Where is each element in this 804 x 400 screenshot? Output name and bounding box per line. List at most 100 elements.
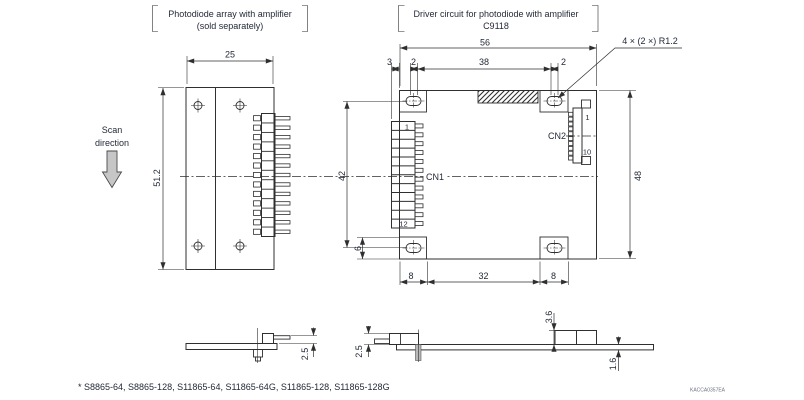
cn2-label: CN2 [548, 131, 566, 141]
array-side-lead [253, 349, 263, 358]
dim-2-5-driver: 2.5 [354, 345, 364, 358]
scan-arrow-icon [101, 150, 123, 189]
dim-56: 56 [480, 38, 490, 48]
cn2-cell [568, 145, 574, 151]
array-pad [253, 200, 261, 207]
cn2-cell [568, 150, 574, 156]
cn1-pins [414, 123, 424, 226]
cn1-pin-tab [414, 176, 424, 182]
cn1-pin-last: 12 [399, 220, 407, 229]
array-side-lead [255, 356, 261, 362]
cn1-pin-tab [414, 203, 424, 209]
extension-lines [158, 56, 274, 270]
leader-line [557, 47, 682, 99]
cn2-cell [568, 131, 574, 137]
left-caption: Photodiode array with amplifier (sold se… [152, 5, 308, 32]
bracket-glyph [398, 5, 599, 32]
cn1-cells [391, 129, 415, 220]
driver-side-view: 2.5 3.6 1.6 [354, 311, 654, 371]
cn2-tab-top [581, 99, 591, 109]
array-pin [274, 172, 291, 178]
cn1-pin-tab [414, 194, 424, 200]
array-pad [253, 124, 261, 131]
right-caption: Driver circuit for photodiode with ampli… [398, 5, 599, 32]
cn2-cell [568, 111, 574, 117]
array-pin [274, 220, 291, 225]
array-side-connector [262, 333, 274, 344]
dim-2b: 2 [561, 57, 566, 67]
array-front-view: 25 51.2 [152, 50, 291, 270]
document-code: KACCA0357EA [690, 388, 726, 394]
cn1-pin-tab [414, 167, 424, 173]
array-side-pins [273, 335, 291, 340]
array-pad [253, 171, 261, 178]
array-pad [253, 209, 261, 216]
extension-lines [357, 237, 399, 260]
cn2-cell [568, 136, 574, 141]
cn1-pin-tab [414, 123, 424, 129]
dim-1-6: 1.6 [608, 358, 618, 371]
cn1-pin-tab [414, 132, 424, 138]
cn2-pin-last: 10 [583, 148, 591, 157]
array-pad [253, 153, 261, 160]
type-footnote: * S8865-64, S8865-128, S11865-64, S11865… [78, 382, 390, 392]
array-holes [191, 98, 247, 253]
extension-lines [599, 90, 636, 259]
dim-6: 6 [353, 246, 363, 251]
scan-label-2: direction [95, 138, 129, 148]
scan-label-1: Scan [102, 125, 123, 135]
cn2-cell [568, 116, 574, 122]
array-connector-cells [261, 122, 275, 228]
dim-3: 3 [387, 57, 392, 67]
extension-lines [343, 101, 407, 248]
array-pin [274, 163, 291, 168]
mount-tab [399, 236, 427, 260]
right-caption-line2: C9118 [483, 21, 509, 31]
bracket-glyph [152, 5, 308, 32]
dim-3-6: 3.6 [544, 311, 554, 324]
corner-note-text: 4 × (2 ×) R1.2 [622, 36, 678, 46]
mount-holes [402, 93, 566, 256]
array-connector-pins [253, 115, 291, 235]
cn2-cells [568, 111, 574, 161]
array-pin [274, 201, 291, 206]
dim-8a: 8 [408, 271, 413, 281]
dim-32: 32 [478, 271, 488, 281]
mount-tab [539, 90, 569, 113]
array-pin [274, 135, 291, 140]
cn2-side-body [576, 330, 597, 345]
driver-side-connector [389, 333, 419, 345]
cn1-pin-tab [414, 212, 424, 218]
array-pad [253, 143, 261, 150]
cn2-pin-first: 1 [585, 113, 589, 122]
cn2-tab-bottom [581, 156, 591, 165]
cn1-pin-tab [414, 221, 424, 226]
right-caption-line1: Driver circuit for photodiode with ampli… [413, 9, 578, 19]
driver-front-view: 1 12 CN1 CN2 1 10 56 3 2 38 2 42 48 [337, 38, 643, 285]
hatched-land [477, 90, 539, 104]
driver-side-stub [374, 338, 390, 344]
array-pin [274, 210, 291, 215]
dim-38: 38 [479, 57, 489, 67]
extension-lines [279, 335, 317, 344]
driver-side-board [396, 344, 654, 351]
array-side-board [185, 343, 278, 350]
array-pad [253, 228, 261, 235]
cn1-pin-tab [414, 150, 424, 155]
array-pad [253, 134, 261, 141]
left-caption-line2: (sold separately) [197, 21, 264, 31]
array-pad [253, 162, 261, 169]
extension-lines [399, 261, 569, 285]
array-pad [253, 219, 261, 226]
dim-25: 25 [225, 50, 235, 60]
dim-42: 42 [337, 171, 347, 181]
scan-direction: Scan direction [95, 125, 129, 189]
cn2-cell [568, 155, 574, 161]
cn1-pin-first: 1 [405, 123, 409, 132]
array-pin [274, 191, 291, 197]
dim-2a: 2 [411, 57, 416, 67]
array-outline [185, 87, 275, 270]
cn1-pin-tab [414, 159, 424, 164]
array-pin [274, 125, 291, 130]
